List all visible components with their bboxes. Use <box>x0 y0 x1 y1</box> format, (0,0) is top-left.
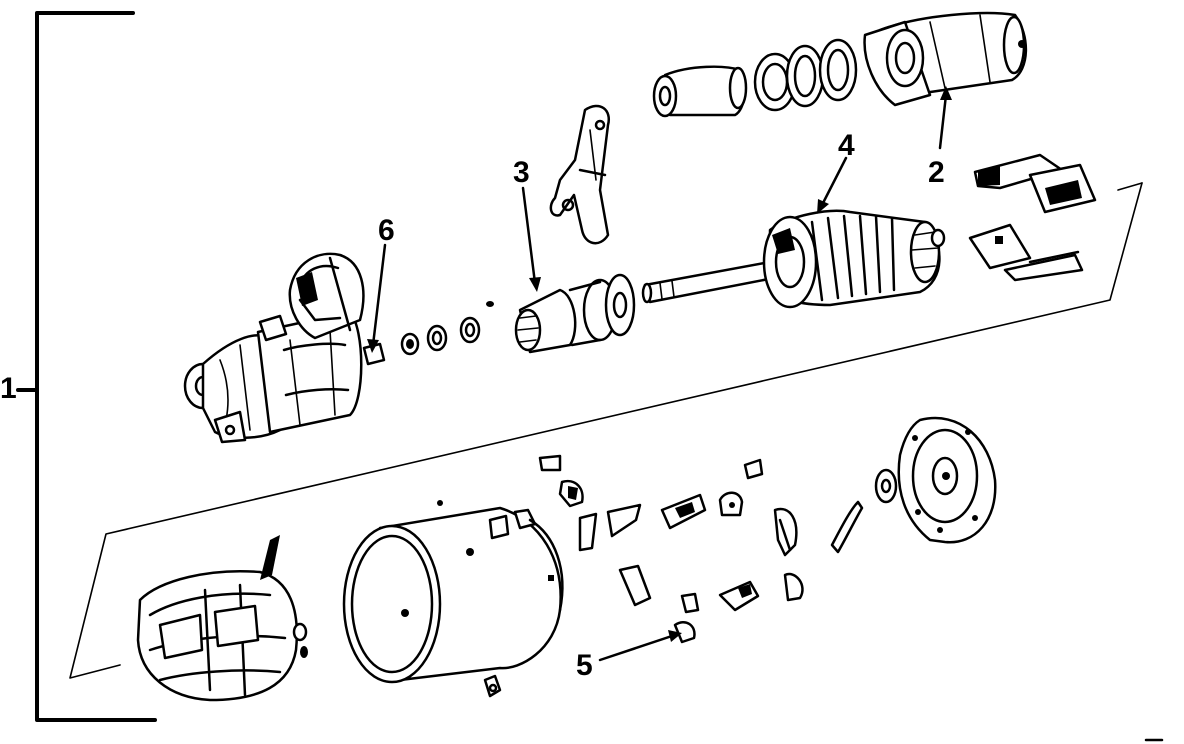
callout-labels: 1 2 3 4 5 6 <box>0 129 945 682</box>
callout-6: 6 <box>378 214 395 247</box>
brush-plate-parts <box>538 454 898 644</box>
callout-4: 4 <box>838 129 855 162</box>
solenoid-assembly <box>652 11 1028 118</box>
armature <box>641 209 946 309</box>
field-coil <box>136 535 308 702</box>
drive-end-small-parts <box>362 301 494 366</box>
starter-housing <box>183 252 365 444</box>
callout-1: 1 <box>0 372 17 405</box>
drive-pinion-clutch <box>514 273 636 354</box>
group-outline <box>69 182 1143 679</box>
leader-lines <box>367 86 952 662</box>
commutator-end-frame <box>897 416 997 544</box>
callout-3: 3 <box>513 156 530 189</box>
callout-2: 2 <box>928 156 945 189</box>
assembly-bracket <box>16 11 157 722</box>
shift-lever <box>549 104 611 245</box>
field-frame <box>342 500 564 698</box>
callout-5: 5 <box>576 649 593 682</box>
brush-holders <box>968 153 1097 282</box>
